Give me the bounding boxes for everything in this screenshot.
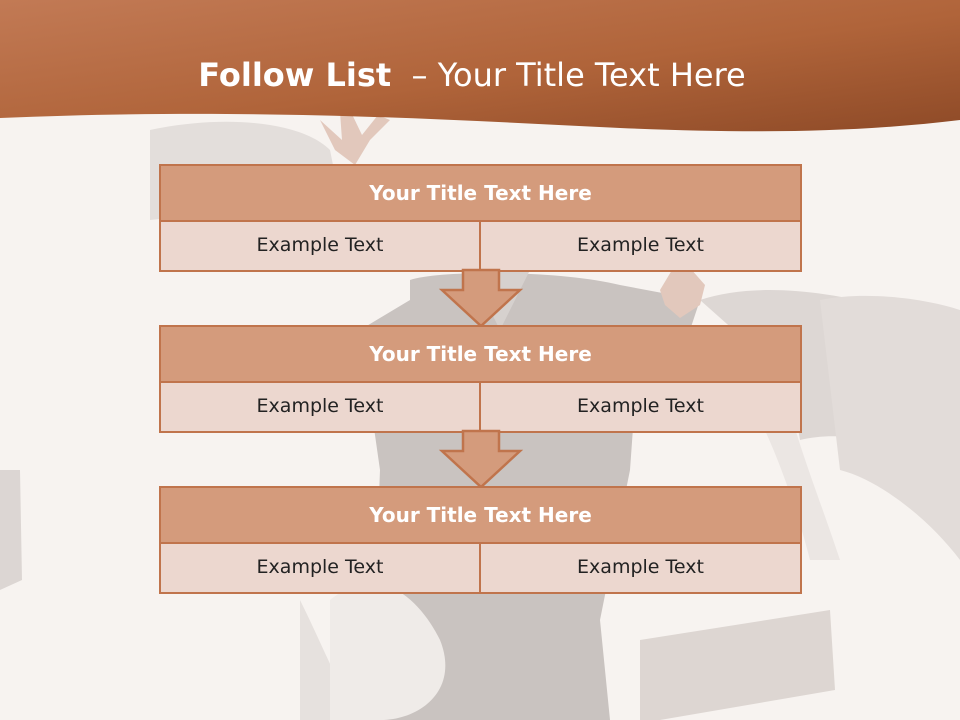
list-block-2: Your Title Text Here Example Text Exampl… [159, 325, 802, 433]
list-block-1: Your Title Text Here Example Text Exampl… [159, 164, 802, 272]
block-cell-left: Example Text [159, 542, 481, 594]
block-cell-left: Example Text [159, 381, 481, 433]
block-cell-right: Example Text [479, 381, 802, 433]
block-title: Your Title Text Here [159, 486, 802, 544]
down-arrow-icon [438, 429, 524, 489]
block-cell-left: Example Text [159, 220, 481, 272]
list-block-3: Your Title Text Here Example Text Exampl… [159, 486, 802, 594]
slide-title: Follow List – Your Title Text Here [0, 52, 944, 98]
slide-title-bold: Follow List [198, 56, 392, 94]
down-arrow-icon [438, 268, 524, 328]
block-cell-right: Example Text [479, 220, 802, 272]
slide-title-separator: – [411, 56, 428, 94]
header-band [0, 0, 960, 132]
block-title: Your Title Text Here [159, 164, 802, 222]
slide-title-rest: Your Title Text Here [437, 56, 746, 94]
block-cell-right: Example Text [479, 542, 802, 594]
block-title: Your Title Text Here [159, 325, 802, 383]
